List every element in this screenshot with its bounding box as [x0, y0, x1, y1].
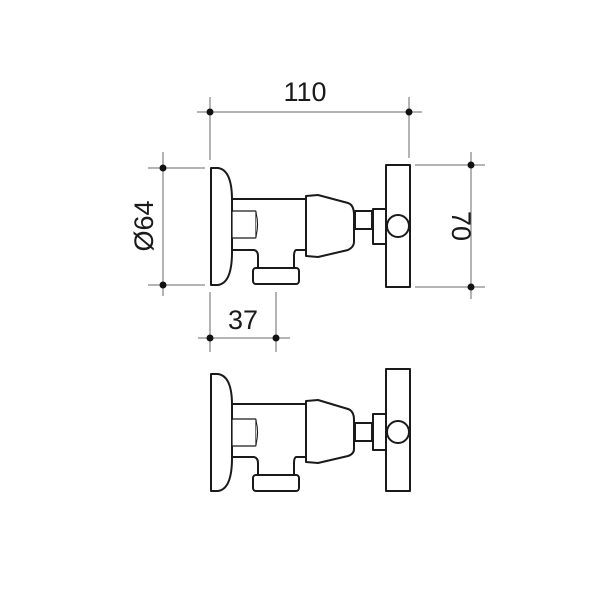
outlet-nut: [252, 474, 300, 492]
spindle: [354, 210, 373, 230]
dimension-flange-diameter: Ø64: [129, 152, 205, 296]
valve-view-lower: [210, 368, 411, 492]
valve-view-upper: [210, 164, 411, 288]
label-flange-diameter: Ø64: [129, 200, 159, 251]
label-body-depth: 37: [228, 305, 258, 335]
label-overall-length: 110: [283, 77, 326, 107]
label-handle-height: 70: [446, 211, 476, 241]
wall-flange: [210, 167, 233, 286]
wall-flange: [210, 373, 233, 492]
dimension-handle-height: 70: [415, 152, 485, 299]
bonnet: [305, 194, 355, 258]
dimension-overall-length: 110: [197, 77, 422, 160]
outlet-nut: [252, 267, 300, 285]
inlet-spigot: [231, 210, 257, 239]
bonnet: [305, 399, 355, 464]
handle-hub: [386, 420, 410, 444]
handle-hub: [386, 214, 410, 238]
spindle: [354, 422, 373, 442]
dimension-body-depth: 37: [198, 292, 290, 352]
inlet-spigot: [231, 418, 257, 447]
